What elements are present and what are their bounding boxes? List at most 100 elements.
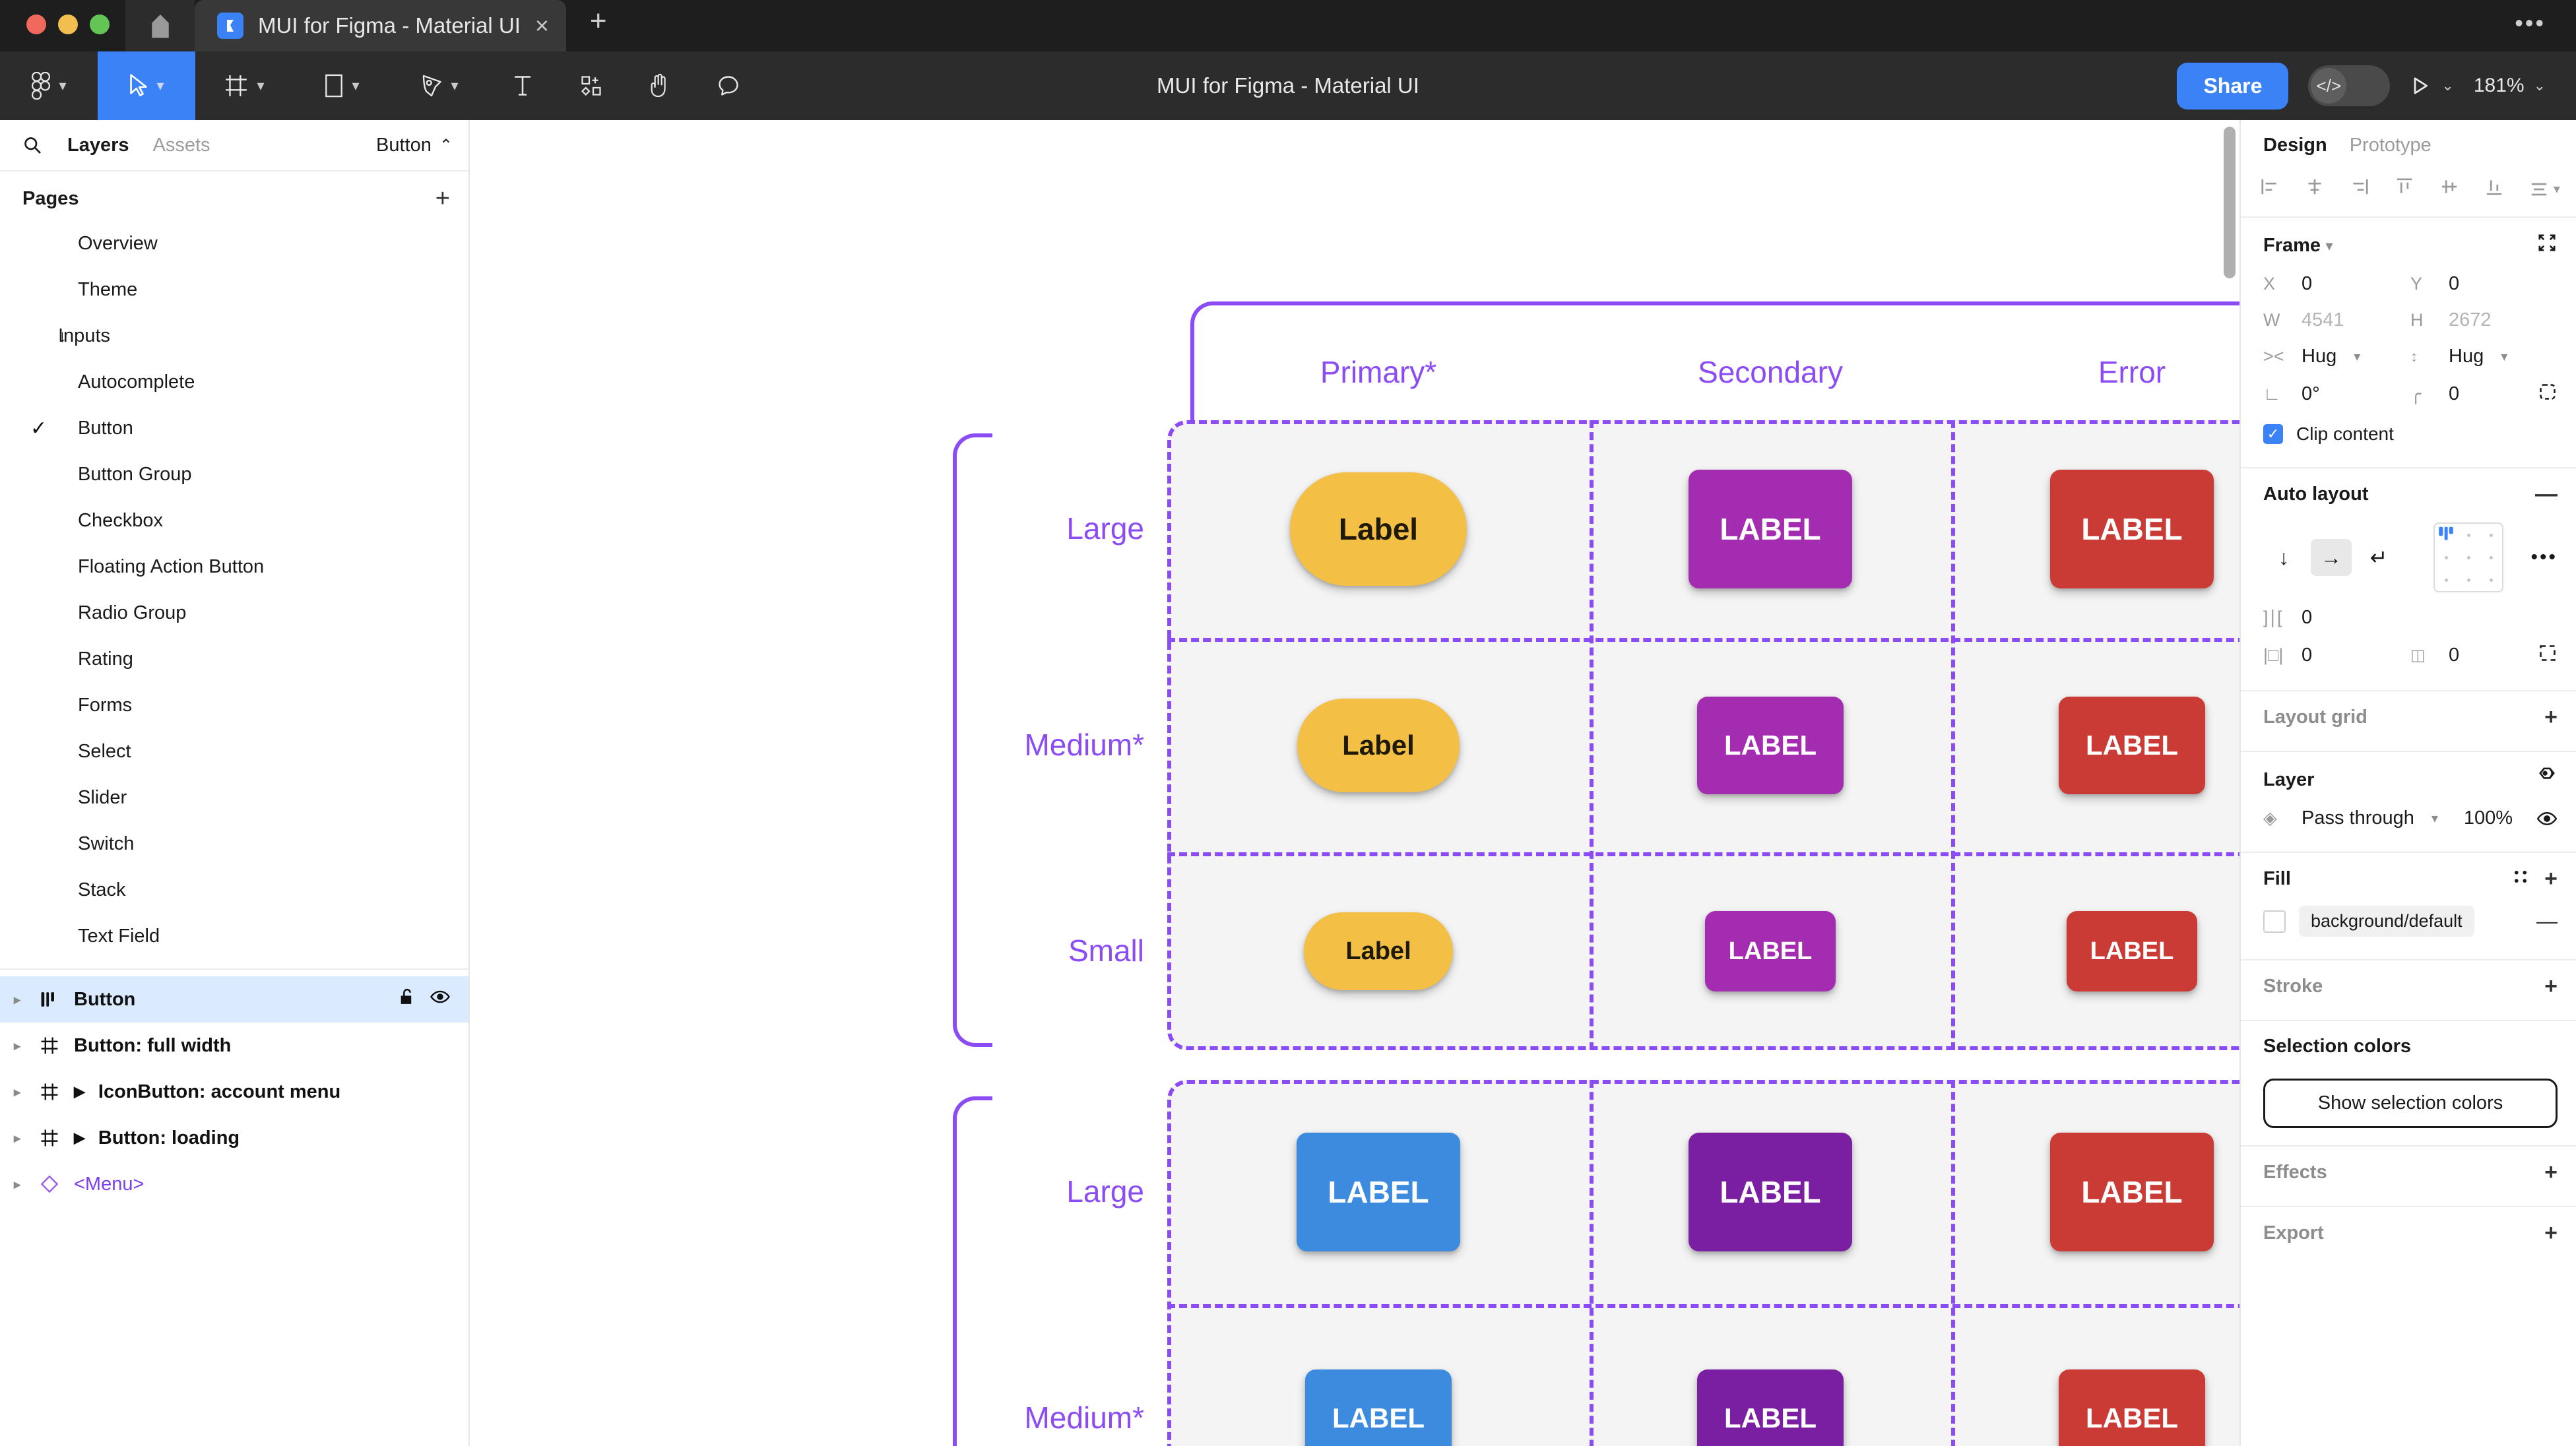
tab-layers[interactable]: Layers: [67, 134, 129, 156]
vertical-padding-field[interactable]: ◫ 0: [2410, 643, 2558, 668]
close-icon[interactable]: ×: [534, 12, 549, 39]
visibility-eye-icon[interactable]: [2536, 808, 2558, 829]
align-left-icon[interactable]: [2259, 176, 2280, 202]
variant-button[interactable]: LABEL: [1689, 1133, 1852, 1251]
align-right-icon[interactable]: [2349, 176, 2370, 202]
home-button[interactable]: [125, 0, 195, 51]
variant-button[interactable]: LABEL: [1697, 696, 1844, 794]
rotation-field[interactable]: ∟ 0°: [2263, 383, 2410, 405]
add-export-button[interactable]: +: [2544, 1220, 2558, 1245]
align-grid-cell[interactable]: [2435, 569, 2457, 591]
auto-layout-more-button[interactable]: •••: [2530, 546, 2558, 568]
page-item-forms[interactable]: Forms: [0, 682, 468, 728]
vertical-resizing-select[interactable]: ↕ Hug ▾: [2410, 346, 2558, 367]
page-item-button-group[interactable]: Button Group: [0, 451, 468, 497]
layer-row[interactable]: ▸<Menu>: [0, 1161, 468, 1207]
align-grid-cell[interactable]: [2435, 524, 2457, 546]
align-grid-cell[interactable]: [2480, 524, 2502, 546]
variant-button[interactable]: LABEL: [2059, 1369, 2205, 1446]
horizontal-padding-field[interactable]: |□| 0: [2263, 644, 2410, 666]
tab-assets[interactable]: Assets: [152, 134, 210, 156]
clip-content-row[interactable]: ✓ Clip content: [2263, 424, 2558, 445]
variant-button[interactable]: Label: [1290, 472, 1467, 586]
page-item-radio-group[interactable]: Radio Group: [0, 590, 468, 636]
variant-button[interactable]: LABEL: [2050, 1133, 2214, 1251]
align-grid-cell[interactable]: [2457, 569, 2480, 591]
page-item-select[interactable]: Select: [0, 728, 468, 774]
page-item-inputs[interactable]: ↓Inputs: [0, 313, 468, 359]
variant-button[interactable]: LABEL: [2059, 696, 2205, 794]
page-item-theme[interactable]: Theme: [0, 267, 468, 313]
variant-button[interactable]: LABEL: [2050, 470, 2214, 588]
fill-styles-icon[interactable]: [2511, 867, 2530, 890]
page-item-checkbox[interactable]: Checkbox: [0, 497, 468, 544]
add-effect-button[interactable]: +: [2544, 1160, 2558, 1185]
direction-horizontal-icon[interactable]: →: [2311, 539, 2352, 576]
variant-button[interactable]: LABEL: [1297, 1133, 1460, 1251]
chevron-down-icon[interactable]: ▾: [2326, 238, 2333, 253]
page-item-button[interactable]: ✓Button: [0, 405, 468, 451]
tab-design[interactable]: Design: [2263, 135, 2327, 156]
variant-button[interactable]: Label: [1297, 698, 1460, 792]
x-field[interactable]: X 0: [2263, 273, 2410, 295]
layer-row[interactable]: ▸▶Button: loading: [0, 1115, 468, 1161]
page-item-text-field[interactable]: Text Field: [0, 913, 468, 959]
maximize-window-button[interactable]: [90, 15, 110, 34]
fill-style-name[interactable]: background/default: [2299, 906, 2474, 937]
zoom-level-selector[interactable]: 181% ⌄: [2474, 75, 2546, 97]
text-tool-icon[interactable]: [488, 51, 557, 120]
dev-mode-toggle[interactable]: </>: [2308, 65, 2391, 106]
layer-settings-icon[interactable]: [2536, 767, 2558, 793]
direction-wrap-icon[interactable]: ↵: [2369, 546, 2388, 569]
y-field[interactable]: Y 0: [2410, 273, 2558, 295]
align-grid-cell[interactable]: [2457, 524, 2480, 546]
blend-mode-select[interactable]: ◈ Pass through ▾: [2263, 807, 2446, 829]
align-grid-cell[interactable]: [2457, 546, 2480, 569]
page-item-rating[interactable]: Rating: [0, 636, 468, 682]
figma-canvas[interactable]: Contained Primary*SecondaryErrorWarningL…: [471, 120, 2239, 1446]
expand-caret-icon[interactable]: ▸: [13, 1038, 21, 1053]
align-horizontal-center-icon[interactable]: [2304, 176, 2325, 202]
close-window-button[interactable]: [26, 15, 46, 34]
page-item-overview[interactable]: Overview: [0, 220, 468, 267]
fill-color-swatch[interactable]: [2263, 910, 2286, 933]
add-page-button[interactable]: +: [435, 185, 450, 212]
component-selector[interactable]: Button ⌃: [376, 135, 453, 156]
comment-tool-icon[interactable]: [694, 51, 763, 120]
align-grid-cell[interactable]: [2435, 546, 2457, 569]
item-spacing-field[interactable]: ]∣[ 0: [2263, 607, 2410, 629]
variant-button[interactable]: LABEL: [1697, 1369, 1844, 1446]
resize-to-fit-icon[interactable]: [2536, 232, 2558, 259]
remove-auto-layout-button[interactable]: —: [2535, 482, 2558, 507]
layer-row[interactable]: ▸Button: [0, 976, 468, 1022]
variant-button[interactable]: LABEL: [1705, 911, 1836, 991]
show-selection-colors-button[interactable]: Show selection colors: [2263, 1079, 2558, 1128]
unlock-icon[interactable]: [399, 988, 416, 1011]
variant-button[interactable]: LABEL: [1689, 470, 1852, 588]
move-tool-icon[interactable]: ▾: [98, 51, 195, 120]
resources-tool-icon[interactable]: [557, 51, 626, 120]
page-item-stack[interactable]: Stack: [0, 867, 468, 913]
share-button[interactable]: Share: [2177, 62, 2289, 110]
expand-caret-icon[interactable]: ▸: [13, 1177, 21, 1192]
search-icon[interactable]: [22, 135, 42, 155]
page-item-switch[interactable]: Switch: [0, 821, 468, 867]
clip-content-checkbox[interactable]: ✓: [2263, 424, 2283, 444]
add-stroke-button[interactable]: +: [2544, 974, 2558, 999]
width-field[interactable]: W 4541: [2263, 309, 2410, 331]
visibility-eye-icon[interactable]: [430, 988, 450, 1011]
align-grid-cell[interactable]: [2480, 546, 2502, 569]
corner-radius-field[interactable]: ╭ 0: [2410, 382, 2558, 406]
remove-fill-button[interactable]: —: [2536, 909, 2558, 933]
independent-corners-icon[interactable]: [2538, 382, 2558, 406]
page-item-autocomplete[interactable]: Autocomplete: [0, 359, 468, 405]
present-button[interactable]: ⌄: [2410, 75, 2454, 96]
align-top-icon[interactable]: [2394, 176, 2415, 202]
page-item-slider[interactable]: Slider: [0, 774, 468, 821]
canvas-vertical-scrollbar[interactable]: [2224, 127, 2236, 278]
expand-caret-icon[interactable]: ▸: [13, 1131, 21, 1146]
layer-row[interactable]: ▸▶IconButton: account menu: [0, 1069, 468, 1115]
alignment-grid-picker[interactable]: [2433, 522, 2503, 592]
hand-tool-icon[interactable]: [626, 51, 694, 120]
tab-prototype[interactable]: Prototype: [2349, 135, 2431, 156]
